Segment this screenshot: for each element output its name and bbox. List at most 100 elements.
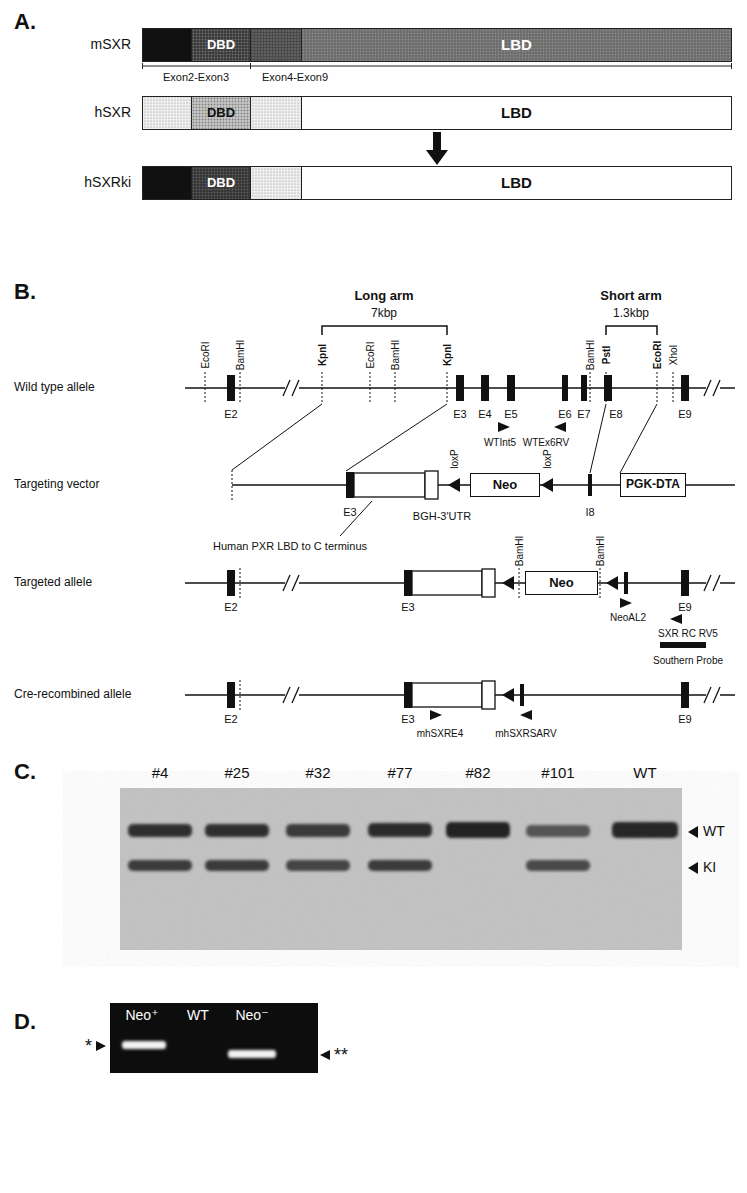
- insert-box: [354, 471, 495, 709]
- box-label: Neo: [549, 576, 574, 590]
- break-mark: [283, 575, 290, 591]
- primer-label: mhSXRE4: [417, 728, 464, 739]
- break-mark: [292, 687, 299, 703]
- loxp-triangle: [502, 576, 514, 590]
- exon-label: E9: [678, 601, 691, 613]
- arm-bracket: [322, 326, 657, 335]
- gel-image: [286, 824, 350, 837]
- protein-name: hSXRki: [84, 175, 131, 190]
- break-mark: [704, 575, 711, 591]
- restriction-site: [205, 372, 206, 404]
- lane-label: #25: [224, 765, 249, 782]
- site-label: BamHI: [390, 340, 401, 371]
- dbd-domain: DBD: [191, 97, 251, 129]
- break-mark: [713, 575, 720, 591]
- protein-name: mSXR: [91, 37, 131, 52]
- exon-block: [456, 375, 464, 401]
- exon-label: E5: [504, 408, 517, 420]
- loxp-label: loxP: [542, 449, 553, 468]
- band-marker-arrow: [320, 1050, 330, 1060]
- exon-block: [588, 474, 592, 496]
- dbd-domain: DBD: [191, 29, 251, 61]
- gel-image: [205, 860, 269, 871]
- lbd-domain: LBD: [301, 97, 731, 129]
- loxp-triangle: [606, 576, 618, 590]
- panel-label: C.: [14, 760, 36, 784]
- restriction-site: [673, 372, 674, 404]
- exon-label: E3: [343, 506, 356, 518]
- exon-span-label: Exon4-Exon9: [262, 71, 328, 83]
- lbd-domain: LBD: [301, 29, 731, 61]
- exon-block: [507, 375, 515, 401]
- southern-probe: [660, 642, 706, 648]
- exon-block: [404, 570, 412, 596]
- site-label: EcoRI: [365, 341, 376, 368]
- band-marker-arrow: [96, 1041, 106, 1051]
- exon-label: E6: [558, 408, 571, 420]
- insert-box: [412, 683, 482, 707]
- gel-image: [120, 788, 682, 950]
- restriction-site: [519, 568, 520, 598]
- box-label: DBD: [207, 176, 235, 190]
- exon-label: E3: [401, 601, 414, 613]
- exon-block: [681, 682, 689, 708]
- box-label: DBD: [207, 106, 235, 120]
- break-mark: [704, 380, 711, 396]
- gel-image: [128, 824, 192, 837]
- neo-cassette: Neo: [470, 473, 540, 497]
- lbd-domain: LBD: [301, 167, 731, 199]
- domain-fill: [143, 97, 191, 129]
- lane-label: #4: [152, 765, 169, 782]
- insert-box: [412, 571, 482, 595]
- gel-image: [526, 860, 590, 871]
- exon-span-line: [250, 63, 251, 69]
- loxp-triangle: [541, 478, 553, 492]
- site-label: KpnI: [442, 344, 453, 366]
- exon-span-line: [731, 63, 732, 69]
- restriction-site: [590, 372, 591, 404]
- loxp-triangle: [502, 688, 514, 702]
- exon-label: E3: [453, 408, 466, 420]
- insert-box: [354, 473, 425, 497]
- domain-fill: [143, 29, 301, 199]
- loxp-label: loxP: [449, 449, 460, 468]
- protein-bar: DBDLBDhSXR: [142, 96, 732, 130]
- insert-box: [482, 569, 495, 597]
- restriction-site: [240, 680, 241, 710]
- site-label: BamHI: [514, 536, 525, 567]
- gel-image: [120, 788, 682, 950]
- protein-bar: DBDLBDmSXR: [142, 28, 732, 62]
- break-mark: [713, 380, 720, 396]
- loxp-triangle: [448, 478, 460, 492]
- primer-label: WTInt5: [484, 437, 516, 448]
- exon-label: E2: [224, 408, 237, 420]
- arm-length: 7kbp: [371, 307, 397, 320]
- primer-arrow: [430, 422, 682, 720]
- pcr-gel: [228, 1050, 276, 1058]
- lane-label: #82: [465, 765, 490, 782]
- site-label: BamHI: [595, 536, 606, 567]
- restriction-site: [370, 372, 371, 404]
- exon-block: [346, 472, 354, 498]
- break-mark: [713, 687, 720, 703]
- arm-label: Short arm: [600, 289, 661, 303]
- site-label: BamHI: [585, 340, 596, 371]
- exon-block: [562, 375, 568, 401]
- pcr-gel: [110, 1003, 318, 1073]
- restriction-site: [322, 372, 323, 404]
- site-label: BamHI: [235, 340, 246, 371]
- primer-arrow: [620, 598, 632, 608]
- restriction-site: [657, 372, 658, 404]
- break-mark: [292, 575, 299, 591]
- panel-label: D.: [14, 1010, 36, 1034]
- exon-block: [227, 570, 235, 596]
- exon-label: E3: [401, 713, 414, 725]
- break-mark: [292, 380, 299, 396]
- arm-bracket: [606, 326, 657, 335]
- restriction-site: [600, 568, 601, 598]
- loxp-triangle: [448, 478, 618, 702]
- site-label: XhoI: [668, 345, 679, 366]
- allele-label: Wild type allele: [14, 381, 95, 394]
- exon-block: [404, 682, 412, 708]
